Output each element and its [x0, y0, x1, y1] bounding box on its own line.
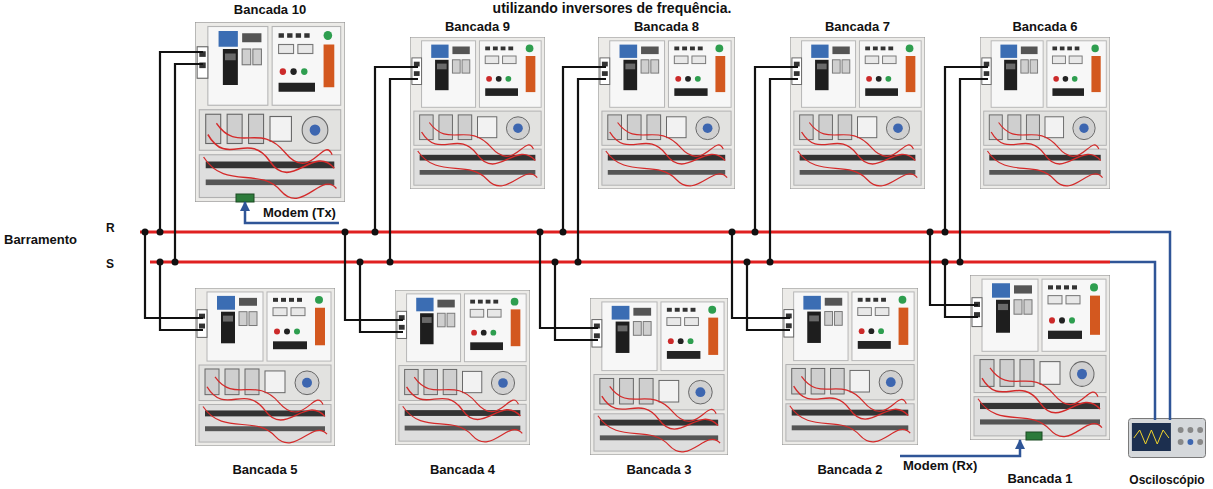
workbench: Bancada 1 [970, 275, 1110, 440]
workbench: Bancada 4 [395, 290, 530, 445]
bench-name: Bancada 2 [817, 462, 882, 478]
bench-name: Bancada 4 [430, 462, 495, 478]
junction-dots [142, 229, 964, 266]
bus-bars [140, 232, 1170, 420]
workbench: Bancada 6 [980, 37, 1110, 189]
workbench: Bancada 3 [590, 298, 728, 455]
modem-name: Modem (Tx) [263, 205, 336, 221]
modem-label: Modem (Rx) [900, 456, 980, 476]
oscilloscope: Osciloscópio [1128, 418, 1206, 458]
bench-name: Bancada 7 [825, 19, 890, 35]
phase-name: R [106, 220, 115, 236]
phase-name: S [106, 256, 114, 272]
bench-name: Bancada 1 [1007, 471, 1072, 487]
bench-pictures [195, 22, 1206, 458]
bench-name: Bancada 6 [1012, 19, 1077, 35]
modem-name: Modem (Rx) [903, 458, 977, 474]
bus-name: Barramento [4, 232, 77, 248]
workbench: Bancada 10 [195, 22, 345, 202]
bench-wires [145, 52, 988, 340]
signal-arrow [900, 440, 1020, 456]
bench-name: Bancada 3 [626, 462, 691, 478]
modem-label: Modem (Tx) [260, 203, 339, 223]
workbench: Bancada 2 [782, 288, 918, 445]
signal-arrow [245, 202, 339, 223]
bench-name: Bancada 8 [634, 19, 699, 35]
workbench: Bancada 9 [410, 37, 545, 189]
bench-name: Bancada 5 [232, 462, 297, 478]
workbench: Bancada 7 [790, 37, 925, 189]
workbench: Bancada 5 [195, 288, 335, 446]
bench-name: Bancada 10 [234, 2, 306, 18]
workbench: Bancada 8 [598, 37, 735, 189]
bench-name: Bancada 9 [445, 19, 510, 35]
bench-name: Osciloscópio [1129, 472, 1204, 488]
diagram-title: utilizando inversores de frequência. [493, 0, 732, 16]
